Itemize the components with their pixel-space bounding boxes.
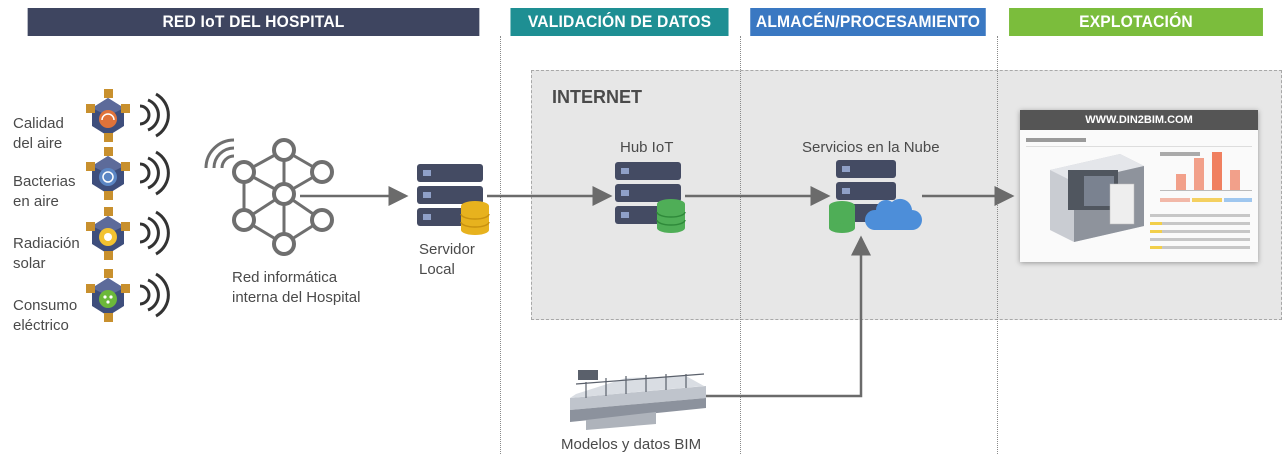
internet-label: INTERNET: [552, 87, 642, 107]
header-section-almacen: ALMACÉN/PROCESAMIENTO: [750, 8, 986, 36]
bim-model-icon: [570, 370, 706, 430]
sensor-power: Consumo eléctrico: [10, 266, 180, 338]
sensor-label: Consumo eléctrico: [13, 297, 78, 334]
solar-radiation-sensor-icon: [86, 207, 170, 260]
network-nodes-icon: [204, 138, 334, 256]
header-label: EXPLOTACIÓN: [1079, 12, 1193, 31]
server-database-icon: [417, 164, 490, 235]
dashboard-screenshot: WWW.DIN2BIM.COM: [1020, 110, 1258, 262]
sensor-label: Calidad del aire: [13, 115, 64, 152]
sensor-label: Bacterias en aire: [13, 173, 76, 210]
local-server-label: Servidor Local: [419, 241, 475, 278]
sensor-bacteria: Bacterias en aire: [10, 144, 180, 210]
column-divider: [997, 36, 998, 454]
header-label: VALIDACIÓN DE DATOS: [527, 12, 712, 31]
bim-label: Modelos y datos BIM: [561, 436, 702, 453]
browser-url-bar: WWW.DIN2BIM.COM: [1020, 110, 1258, 130]
server-cloud-icon: [829, 160, 922, 233]
bacteria-sensor-icon: [86, 147, 170, 200]
air-quality-sensor-icon: [86, 89, 170, 142]
column-divider: [740, 36, 741, 454]
header-section-validacion: VALIDACIÓN DE DATOS: [510, 8, 729, 36]
network-label: Red informática interna del Hospital: [232, 269, 361, 306]
sensor-air-quality: Calidad del aire: [10, 86, 180, 152]
sensor-label: Radiación solar: [13, 235, 80, 272]
server-database-icon: [615, 162, 686, 233]
header-section-explotacion: EXPLOTACIÓN: [1009, 8, 1263, 36]
hub-label: Hub IoT: [620, 139, 674, 156]
column-divider: [500, 36, 501, 454]
power-consumption-sensor-icon: [86, 269, 170, 322]
dashboard-preview-icon: [1020, 130, 1258, 262]
sensor-solar-radiation: Radiación solar: [10, 204, 180, 272]
cloud-label: Servicios en la Nube: [802, 139, 940, 156]
browser-url: WWW.DIN2BIM.COM: [1085, 114, 1193, 126]
header-section-red-iot: RED IoT DEL HOSPITAL: [27, 8, 480, 36]
header-label: RED IoT DEL HOSPITAL: [162, 12, 345, 31]
header-label: ALMACÉN/PROCESAMIENTO: [755, 12, 981, 31]
